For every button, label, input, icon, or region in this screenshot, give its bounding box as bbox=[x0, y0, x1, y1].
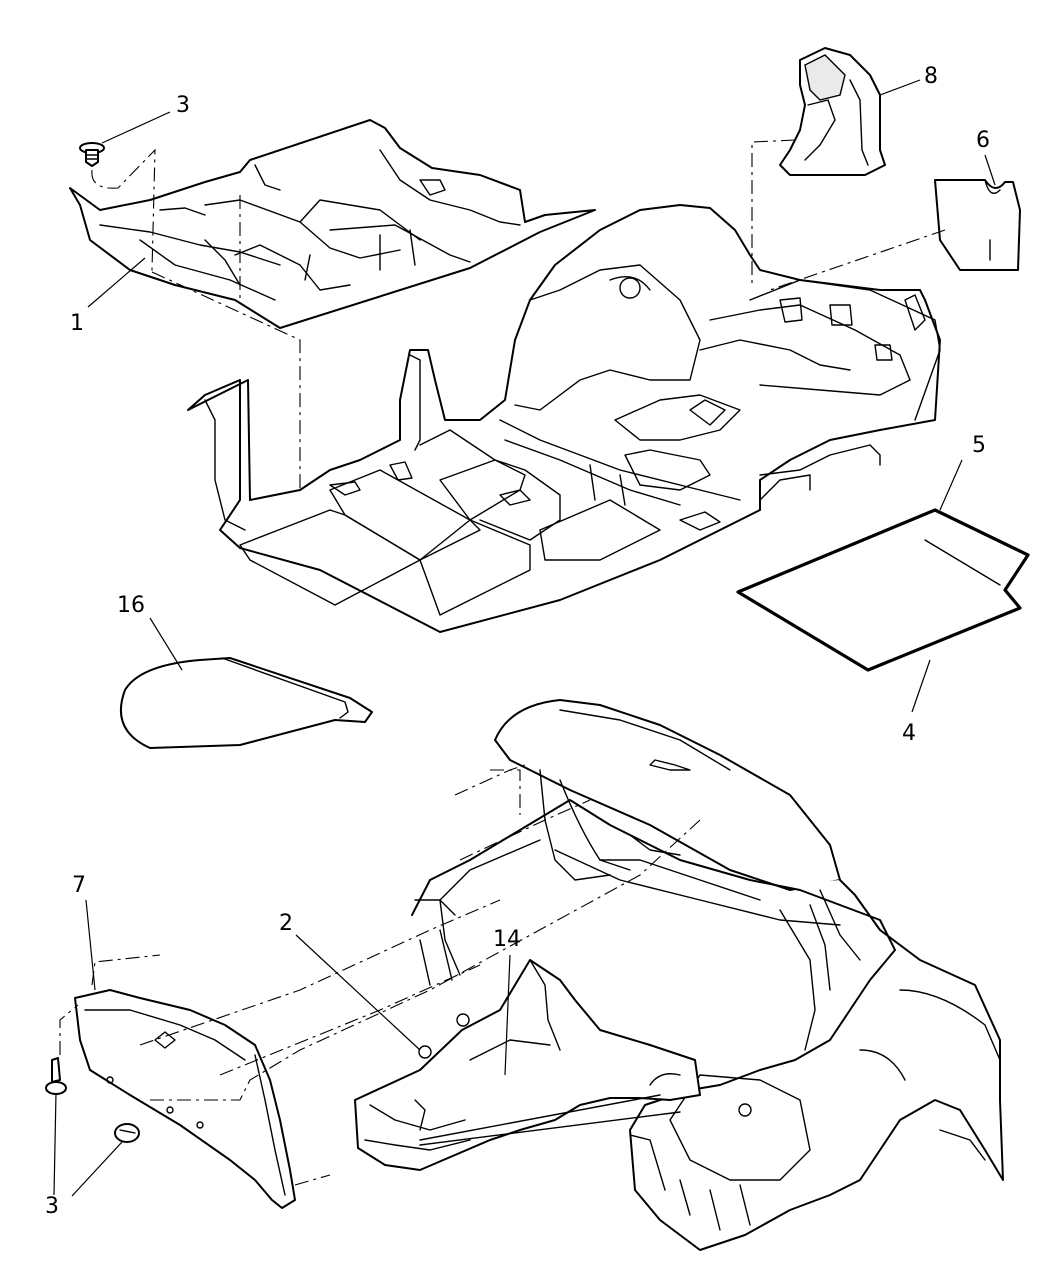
alignment-line-part6 bbox=[769, 229, 946, 291]
floor-pan-body bbox=[187, 204, 941, 633]
part-4-5-trunk-mat bbox=[736, 508, 1030, 672]
callout-8: 8 bbox=[924, 64, 938, 89]
alignment-line-carpet bbox=[151, 271, 301, 500]
alignment-line-part7-c bbox=[150, 819, 701, 1101]
alignment-line-part7-f bbox=[294, 1174, 331, 1186]
callout-2: 2 bbox=[279, 911, 293, 936]
callout-3-top: 3 bbox=[176, 93, 190, 118]
callout-leaders bbox=[53, 79, 996, 1197]
alignment-line-trunk bbox=[459, 799, 591, 861]
part-3-clip-bottom bbox=[114, 1123, 140, 1143]
part-16-cover bbox=[120, 657, 373, 749]
alignment-line-clip bbox=[91, 148, 156, 272]
callout-1: 1 bbox=[70, 311, 84, 336]
part-7-trunk-trim bbox=[74, 989, 296, 1209]
callout-7: 7 bbox=[72, 873, 86, 898]
alignment-line-part7-d bbox=[139, 899, 501, 1046]
alignment-line-trunk-2 bbox=[490, 769, 521, 815]
part-3-clip-left bbox=[45, 1057, 67, 1095]
alignment-line-part7-a bbox=[59, 1004, 79, 1055]
part-14-side-trim bbox=[354, 959, 701, 1171]
part-1-front-carpet bbox=[69, 119, 596, 329]
rear-body-trunk bbox=[411, 699, 1004, 1251]
part-3-clip-top bbox=[79, 142, 105, 167]
callout-3-bottom: 3 bbox=[45, 1194, 59, 1219]
callout-5: 5 bbox=[972, 433, 986, 458]
callout-6: 6 bbox=[976, 128, 990, 153]
callout-14: 14 bbox=[493, 927, 521, 952]
callout-16: 16 bbox=[117, 593, 145, 618]
part-6-panel bbox=[934, 179, 1021, 271]
callout-4: 4 bbox=[902, 721, 916, 746]
part-8-trim-panel bbox=[779, 47, 886, 176]
alignment-line-part8 bbox=[751, 139, 796, 285]
alignment-line-part7-e bbox=[219, 964, 481, 1076]
alignment-line-part7-b bbox=[91, 954, 161, 986]
